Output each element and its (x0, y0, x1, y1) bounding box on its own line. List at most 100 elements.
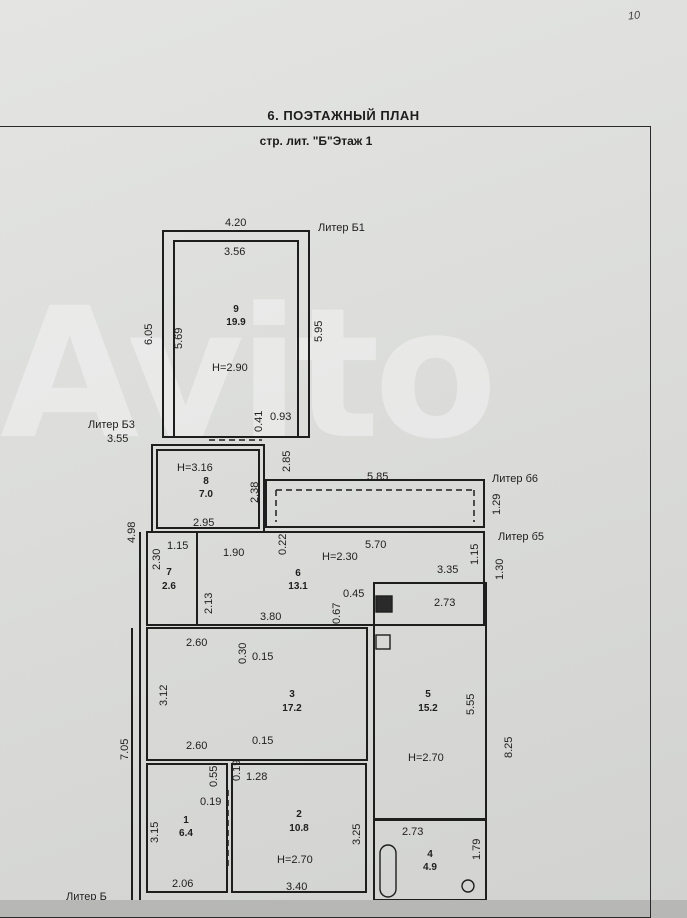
svg-text:3.56: 3.56 (224, 246, 245, 258)
svg-text:2.60: 2.60 (186, 740, 207, 752)
svg-text:0.41: 0.41 (253, 411, 265, 432)
svg-text:3.15: 3.15 (149, 822, 161, 843)
svg-text:0.15: 0.15 (252, 735, 273, 747)
svg-text:2.06: 2.06 (172, 878, 193, 890)
svg-text:7.0: 7.0 (199, 489, 213, 500)
svg-text:5.95: 5.95 (313, 321, 325, 342)
svg-text:5.85: 5.85 (367, 471, 388, 483)
svg-text:H=2.90: H=2.90 (212, 362, 248, 374)
svg-text:17.2: 17.2 (282, 703, 302, 714)
liter-b5: Литер б5 (498, 531, 544, 543)
svg-text:H=2.70: H=2.70 (408, 752, 444, 764)
dimensions: 4.20 3.56 0.93 3.55 2.95 5.85 1.15 1.90 … (107, 217, 458, 893)
liter-b: Литер Б (66, 891, 107, 900)
svg-text:5.55: 5.55 (465, 694, 477, 715)
room-1-label: 1 6.4 (179, 815, 193, 839)
svg-text:0.15: 0.15 (252, 651, 273, 663)
svg-text:9: 9 (233, 304, 239, 315)
svg-text:8.25: 8.25 (503, 737, 515, 758)
svg-text:3.35: 3.35 (437, 564, 458, 576)
liter-b6: Литер б6 (492, 473, 538, 485)
svg-text:7: 7 (166, 567, 172, 578)
svg-text:2.13: 2.13 (203, 593, 215, 614)
room-4-label: 4 4.9 (423, 849, 437, 873)
svg-text:H=2.30: H=2.30 (322, 551, 358, 563)
room-3-label: 3 17.2 (282, 689, 302, 714)
svg-text:1: 1 (183, 815, 189, 826)
svg-text:6.05: 6.05 (143, 324, 155, 345)
svg-text:4.9: 4.9 (423, 862, 437, 873)
liter-b1: Литер Б1 (318, 222, 365, 234)
stove-icon (375, 595, 393, 613)
svg-text:1.30: 1.30 (494, 559, 506, 580)
svg-text:2.60: 2.60 (186, 637, 207, 649)
svg-text:0.19: 0.19 (200, 796, 221, 808)
svg-text:2.38: 2.38 (249, 482, 261, 503)
plan-title: 6. ПОЭТАЖНЫЙ ПЛАН (267, 108, 420, 123)
svg-text:5: 5 (425, 689, 431, 700)
plan-subtitle: стр. лит. "Б"Этаж 1 (259, 134, 373, 148)
dimensions-vertical: 6.05 5.69 5.95 0.41 2.85 2.38 1.29 4.98 … (119, 321, 515, 860)
svg-text:0.55: 0.55 (208, 766, 220, 787)
svg-text:3.80: 3.80 (260, 611, 281, 623)
room-9-label: 9 19.9 H=2.90 (212, 304, 248, 374)
svg-text:1.15: 1.15 (469, 544, 481, 565)
svg-text:2.73: 2.73 (402, 826, 423, 838)
svg-text:0.93: 0.93 (270, 411, 291, 423)
svg-text:4.98: 4.98 (126, 522, 138, 543)
svg-text:15.2: 15.2 (418, 703, 438, 714)
svg-text:2.85: 2.85 (281, 451, 293, 472)
svg-text:1.15: 1.15 (167, 540, 188, 552)
svg-text:0.22: 0.22 (277, 534, 289, 555)
svg-text:5.69: 5.69 (173, 328, 185, 349)
toilet-icon (461, 879, 475, 893)
svg-text:19.9: 19.9 (226, 317, 246, 328)
wall-room-1 (146, 763, 228, 893)
svg-text:2: 2 (296, 809, 302, 820)
svg-text:6: 6 (295, 568, 301, 579)
wall-room-9-inner (173, 240, 299, 438)
room-7-label: 7 2.6 (162, 567, 176, 592)
svg-text:1.90: 1.90 (223, 547, 244, 559)
svg-text:3.55: 3.55 (107, 433, 128, 445)
wall-room-8-inner (156, 449, 260, 529)
svg-text:2.73: 2.73 (434, 597, 455, 609)
svg-text:8: 8 (203, 476, 209, 487)
svg-text:5.70: 5.70 (365, 539, 386, 551)
svg-text:2.6: 2.6 (162, 581, 176, 592)
svg-text:1.28: 1.28 (246, 771, 267, 783)
svg-text:H=2.70: H=2.70 (277, 854, 313, 866)
room-5-label: 5 15.2 H=2.70 (408, 689, 444, 764)
svg-text:0.67: 0.67 (331, 603, 343, 624)
svg-text:10.8: 10.8 (289, 823, 309, 834)
svg-text:H=3.16: H=3.16 (177, 462, 213, 474)
svg-text:0.30: 0.30 (237, 643, 249, 664)
svg-text:1.29: 1.29 (491, 494, 503, 515)
liter-b3: Литер Б3 (88, 419, 135, 431)
svg-text:0.19: 0.19 (231, 760, 243, 781)
svg-text:13.1: 13.1 (288, 581, 308, 592)
svg-text:1.79: 1.79 (471, 839, 483, 860)
svg-text:3.40: 3.40 (286, 881, 307, 893)
walls (131, 230, 487, 900)
wall-room-2 (231, 763, 367, 893)
svg-text:3: 3 (289, 689, 295, 700)
svg-text:6.4: 6.4 (179, 828, 193, 839)
svg-text:3.12: 3.12 (158, 685, 170, 706)
dashed-lines (209, 439, 475, 866)
svg-text:4.20: 4.20 (225, 217, 246, 229)
bathtub-icon (379, 844, 397, 898)
wall-room-7 (146, 531, 198, 626)
room-6-label: H=2.30 6 13.1 (288, 551, 358, 592)
wall-room-4 (373, 819, 487, 900)
svg-text:7.05: 7.05 (119, 739, 131, 760)
svg-text:4: 4 (427, 849, 433, 860)
svg-text:2.30: 2.30 (151, 549, 163, 570)
room-8-label: H=3.16 8 7.0 (177, 462, 213, 500)
svg-text:3.25: 3.25 (351, 824, 363, 845)
svg-text:0.45: 0.45 (343, 588, 364, 600)
wall-room-3 (146, 627, 368, 761)
sink-icon (375, 634, 391, 650)
